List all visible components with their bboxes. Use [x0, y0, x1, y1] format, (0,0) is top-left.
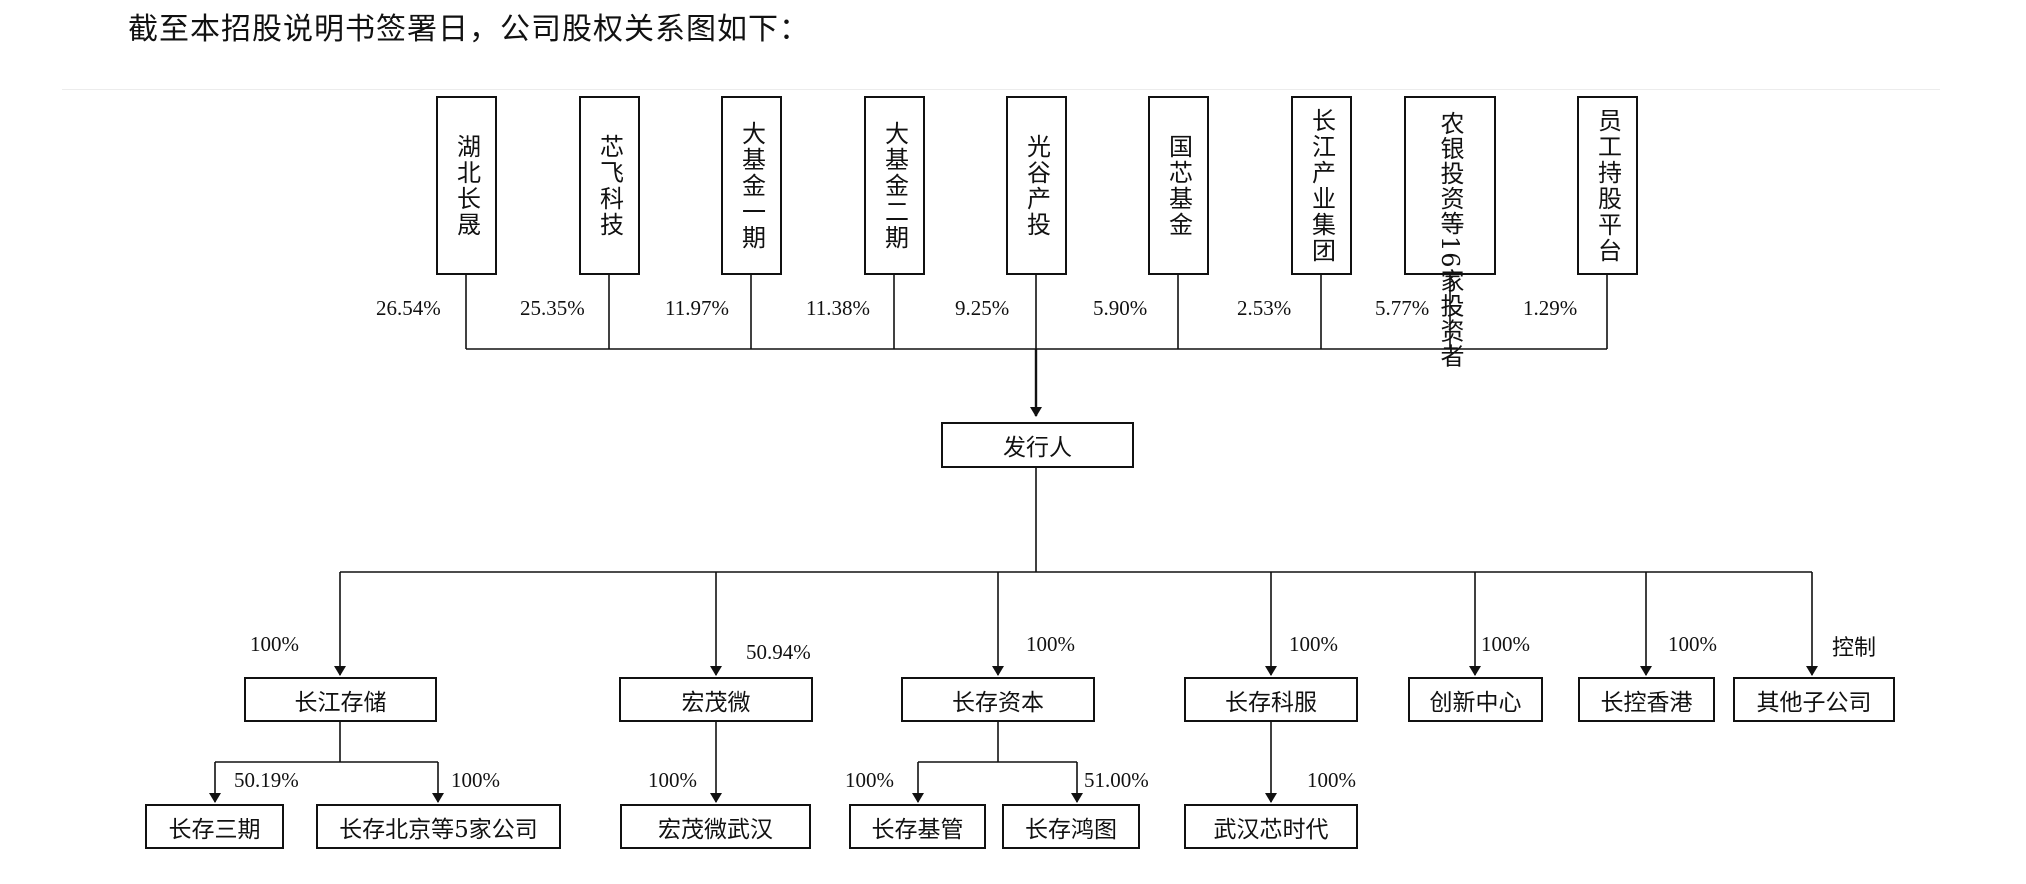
divider: [62, 89, 1940, 90]
ownership-pct: 100%: [845, 768, 894, 792]
shareholder-box: 长江产业集团: [1291, 96, 1352, 275]
ownership-pct: 50.94%: [746, 640, 811, 664]
ownership-pct: 11.38%: [806, 296, 870, 320]
entity-name: 长存鸿图: [1025, 816, 1117, 843]
ownership-pct: 100%: [1307, 768, 1356, 792]
ownership-pct: 100%: [648, 768, 697, 792]
subsidiary-name: 长存资本: [952, 689, 1044, 716]
subsidiary-box: 长存资本: [901, 677, 1095, 722]
ownership-pct: 25.35%: [520, 296, 585, 320]
ownership-pct: 2.53%: [1237, 296, 1292, 320]
subsidiary-box: 宏茂微: [619, 677, 813, 722]
entity-box: 武汉芯时代: [1184, 804, 1358, 849]
entity-box: 长存三期: [145, 804, 284, 849]
ownership-pct: 11.97%: [665, 296, 729, 320]
ownership-pct: 100%: [250, 632, 299, 656]
shareholder-name: 员工持股平台: [1593, 107, 1622, 264]
subsidiary-box: 长存科服: [1184, 677, 1358, 722]
ownership-pct: 5.90%: [1093, 296, 1148, 320]
intro-text: 截至本招股说明书签署日，公司股权关系图如下：: [128, 12, 810, 47]
ownership-pct: 51.00%: [1084, 768, 1149, 792]
entity-name: 武汉芯时代: [1213, 816, 1329, 843]
issuer-box: 发行人: [941, 422, 1134, 468]
entity-name: 长存基管: [871, 816, 964, 843]
subsidiary-name: 长存科服: [1225, 689, 1317, 716]
ownership-pct: 100%: [1481, 632, 1530, 656]
shareholder-name: 芯飞科技: [595, 133, 624, 238]
ownership-pct: 1.29%: [1523, 296, 1578, 320]
shareholder-name: 长江产业集团: [1307, 107, 1336, 264]
entity-box: 长存北京等5家公司: [316, 804, 561, 849]
ownership-pct: 100%: [1668, 632, 1717, 656]
entity-name: 长存三期: [168, 816, 261, 843]
ownership-pct: 100%: [1289, 632, 1338, 656]
shareholder-name: 湖北长晟: [452, 133, 481, 238]
shareholder-box: 芯飞科技: [579, 96, 640, 275]
ownership-pct: 50.19%: [234, 768, 299, 792]
shareholder-name: 大基金一期: [737, 120, 766, 251]
shareholder-name: 农银投资等16家投资者: [1436, 110, 1464, 369]
entity-box: 长存鸿图: [1002, 804, 1140, 849]
shareholder-name: 光谷产投: [1022, 133, 1051, 238]
subsidiary-name: 创新中心: [1429, 689, 1522, 716]
shareholder-box: 农银投资等16家投资者: [1404, 96, 1496, 369]
subsidiary-box: 长控香港: [1578, 677, 1715, 722]
entity-box: 宏茂微武汉: [620, 804, 811, 849]
shareholder-box: 湖北长晟: [436, 96, 497, 275]
subsidiary-box: 长江存储: [244, 677, 437, 722]
subsidiary-box: 创新中心: [1408, 677, 1543, 722]
shareholder-box: 大基金二期: [864, 96, 925, 275]
entity-name: 宏茂微武汉: [658, 816, 773, 843]
control-label: 控制: [1832, 635, 1877, 660]
subsidiary-name: 长江存储: [294, 689, 387, 716]
subsidiary-name: 宏茂微: [681, 689, 751, 716]
entity-box: 长存基管: [849, 804, 986, 849]
shareholder-box: 大基金一期: [721, 96, 782, 275]
issuer-label: 发行人: [1003, 435, 1072, 461]
shareholder-box: 员工持股平台: [1577, 96, 1638, 275]
ownership-pct: 100%: [451, 768, 500, 792]
shareholder-name: 国芯基金: [1164, 133, 1193, 238]
ownership-pct: 5.77%: [1375, 296, 1430, 320]
subsidiary-name: 长控香港: [1600, 689, 1693, 716]
shareholder-box: 国芯基金: [1148, 96, 1209, 275]
ownership-pct: 100%: [1026, 632, 1075, 656]
entity-name: 长存北京等5家公司: [339, 816, 538, 843]
shareholder-box: 光谷产投: [1006, 96, 1067, 275]
subsidiary-box: 其他子公司: [1733, 677, 1895, 722]
shareholder-name: 大基金二期: [880, 120, 909, 251]
ownership-pct: 26.54%: [376, 296, 441, 320]
ownership-pct: 9.25%: [955, 296, 1010, 320]
subsidiary-name: 其他子公司: [1756, 689, 1872, 716]
